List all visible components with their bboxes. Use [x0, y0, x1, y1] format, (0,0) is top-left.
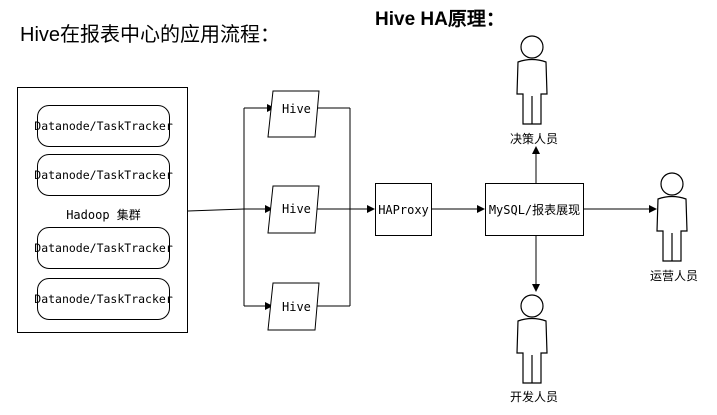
diagram-title-left: Hive在报表中心的应用流程：	[20, 24, 281, 46]
hive-node-3-shape	[267, 282, 320, 331]
datanode-4: Datanode/TaskTracker	[34, 278, 173, 320]
hive-node-3-label: Hive	[282, 300, 311, 314]
person-decision-label: 决策人员	[510, 132, 559, 146]
diagram-title-right: Hive HA原理：	[375, 9, 505, 30]
person-operations-icon	[656, 172, 688, 262]
haproxy-label: HAProxy	[378, 202, 429, 217]
person-developer-label: 开发人员	[510, 390, 559, 404]
hive-node-1-shape	[267, 90, 320, 138]
haproxy-box: HAProxy	[375, 183, 432, 236]
datanode-2: Datanode/TaskTracker	[34, 154, 173, 196]
edge-cluster-to-fork	[187, 208, 245, 212]
hive-node-2-label: Hive	[282, 202, 311, 216]
mysql-report-label: MySQL/报表展现	[488, 203, 581, 217]
person-operations-label: 运营人员	[650, 269, 699, 283]
hive-node-1-label: Hive	[282, 102, 311, 116]
hadoop-cluster-box: Datanode/TaskTracker Datanode/TaskTracke…	[17, 87, 188, 333]
hadoop-cluster-label: Hadoop 集群	[66, 208, 141, 222]
person-developer-icon	[516, 294, 548, 384]
datanode-3: Datanode/TaskTracker	[34, 227, 173, 269]
datanode-1: Datanode/TaskTracker	[34, 105, 173, 147]
mysql-report-box: MySQL/报表展现	[485, 183, 584, 236]
person-decision-icon	[516, 35, 548, 125]
hive-node-2-shape	[267, 185, 320, 234]
